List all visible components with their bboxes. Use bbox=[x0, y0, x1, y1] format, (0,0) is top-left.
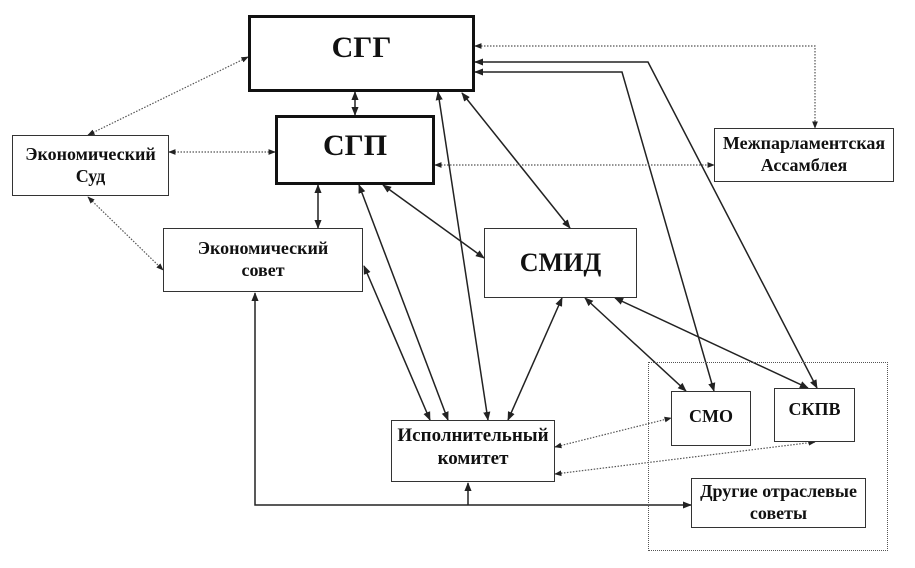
node-skpv[interactable]: СКПВ bbox=[774, 388, 855, 442]
edge-exec-committee-to-smo bbox=[554, 416, 672, 449]
edge-smid-to-skpv bbox=[614, 297, 809, 389]
node-other-councils[interactable]: Другие отраслевые советы bbox=[691, 478, 866, 528]
edge-sgp-to-exec-committee bbox=[358, 184, 449, 421]
edge-econ-court-to-econ-council bbox=[87, 196, 164, 271]
edge-sgg-to-smid bbox=[461, 92, 571, 229]
node-sgg[interactable]: СГГ bbox=[248, 15, 475, 92]
sectoral-councils-group bbox=[648, 362, 888, 551]
edge-sgp-to-smid bbox=[382, 184, 485, 259]
node-econ-court[interactable]: Экономический Суд bbox=[12, 135, 169, 196]
edge-sgg-to-econ-court bbox=[87, 56, 249, 136]
node-smo[interactable]: СМО bbox=[671, 391, 751, 446]
node-econ-council[interactable]: Экономический совет bbox=[163, 228, 363, 292]
edge-smid-to-exec-committee bbox=[507, 297, 563, 421]
edge-bus-to-econ-council bbox=[251, 292, 468, 506]
edge-sgg-to-interparl bbox=[474, 43, 818, 129]
node-sgp[interactable]: СГП bbox=[275, 115, 435, 185]
edge-econ-council-to-exec-committee bbox=[363, 265, 431, 421]
node-smid[interactable]: СМИД bbox=[484, 228, 637, 298]
node-exec-committee[interactable]: Исполнительный комитет bbox=[391, 420, 555, 482]
node-interparl[interactable]: Межпарламентская Ассамблея bbox=[714, 128, 894, 182]
edge-sgg-to-skpv bbox=[474, 58, 818, 389]
